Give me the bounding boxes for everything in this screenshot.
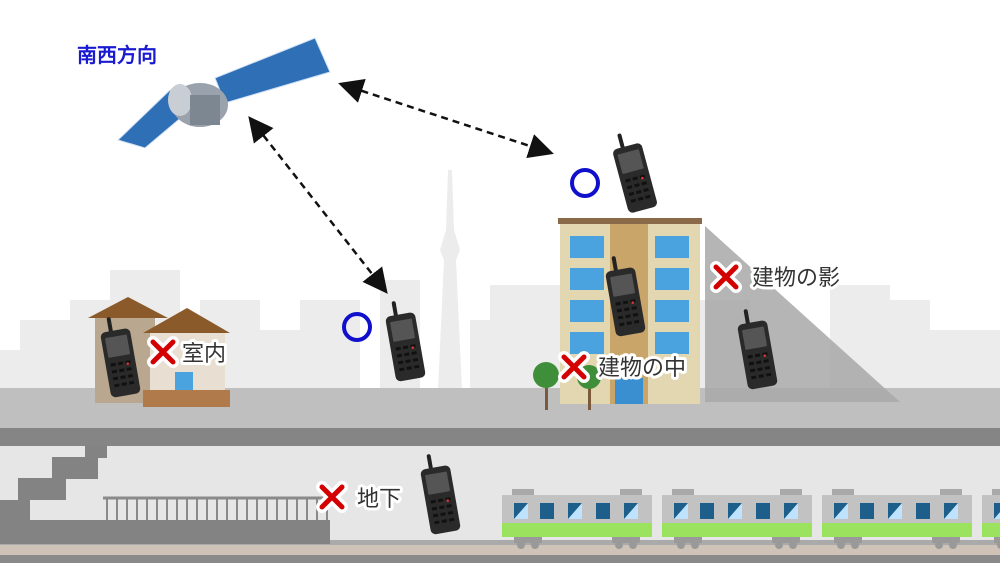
- ng-x-icon: [153, 342, 173, 362]
- ng-x-icon: [716, 267, 736, 287]
- ng-x-icon: [322, 487, 342, 507]
- underground-stairs: [0, 446, 330, 544]
- label-building-shadow: 建物の影: [752, 266, 840, 291]
- ng-x-icon: [564, 357, 584, 377]
- label-indoor: 室内: [182, 342, 226, 367]
- label-underground: 地下: [357, 487, 401, 512]
- label-inside-building: 建物の中: [598, 356, 686, 381]
- satellite-phone-icon: [608, 128, 659, 214]
- ok-circle-icon: [570, 168, 600, 198]
- satellite-direction-title: 南西方向: [77, 43, 157, 67]
- track-bed: [0, 545, 1000, 555]
- signal-arrows: [248, 79, 554, 294]
- ok-circle-icon: [342, 312, 372, 342]
- ground-ceiling: [0, 428, 1000, 446]
- satellite-icon: [117, 37, 331, 149]
